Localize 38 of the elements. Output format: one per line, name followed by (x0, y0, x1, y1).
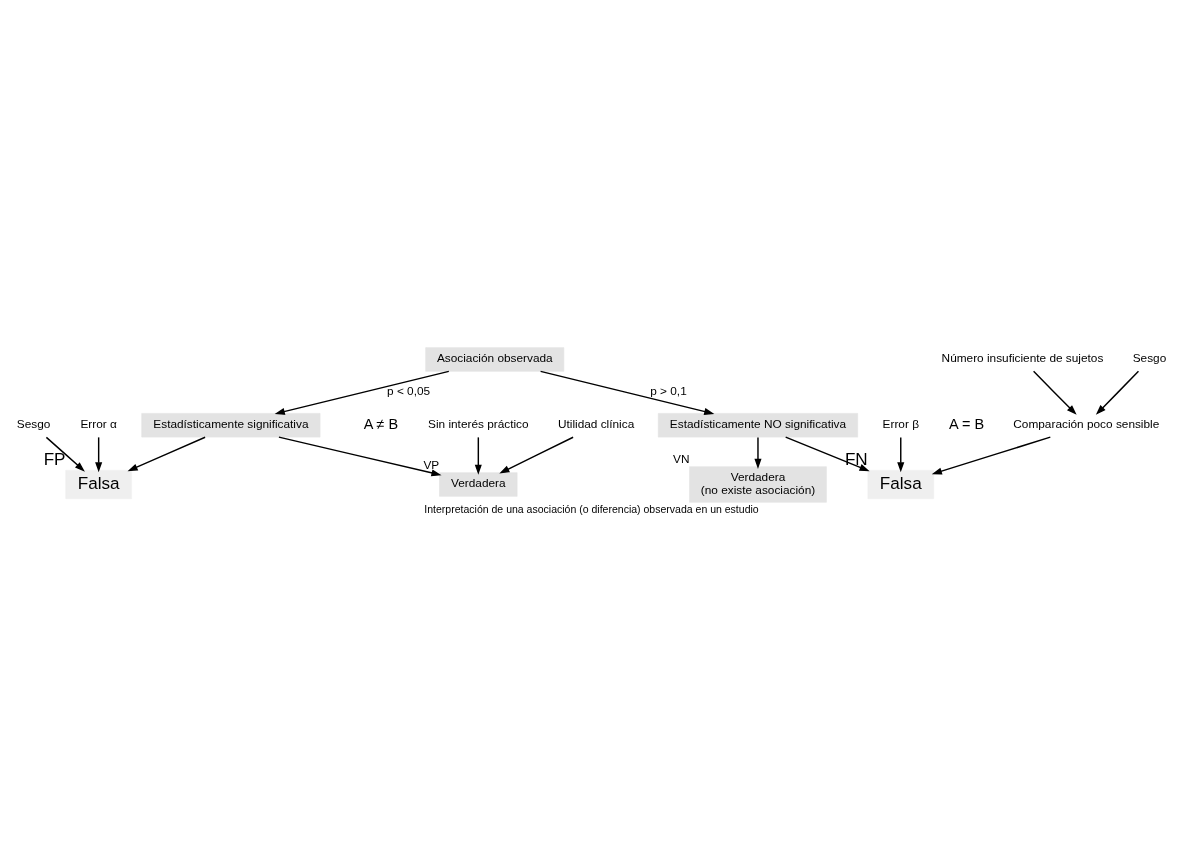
node-box: Verdadera (439, 471, 518, 497)
arrow (474, 436, 482, 475)
arrow (784, 435, 870, 471)
node-text: Comparación poco sensible (1013, 416, 1160, 431)
node-text: Error β (882, 416, 919, 431)
node-text: Sesgo (16, 416, 51, 431)
edge-label: p > 0,1 (650, 383, 687, 398)
caption: Interpretación de una asociación (o diferencia) observada en un estudio (424, 502, 759, 515)
arrow (754, 436, 762, 469)
arrow (897, 436, 905, 472)
label: A = B (949, 415, 985, 432)
node-box: Falsa (867, 469, 934, 499)
arrow (1095, 370, 1140, 415)
edge-label: p < 0,05 (387, 383, 431, 398)
node-box: Asociación observada (425, 346, 565, 372)
node-label: FP (43, 449, 66, 469)
node-text: Sin interés práctico (428, 416, 529, 431)
arrow (274, 370, 450, 415)
arrow (127, 436, 206, 471)
arrow (45, 436, 85, 472)
node-label: VN (673, 451, 690, 466)
node-box: Estadísticamente NO significativa (657, 412, 858, 437)
arrow (539, 370, 715, 415)
arrow (1032, 370, 1077, 415)
node-text: Número insuficiente de sujetos (941, 350, 1104, 365)
node-text: Sesgo (1132, 350, 1167, 365)
arrow (931, 435, 1052, 475)
arrow (499, 436, 574, 474)
arrow (278, 435, 442, 476)
node-box: Falsa (65, 469, 132, 499)
label: A ≠ B (363, 415, 399, 432)
node-label: FN (844, 449, 868, 469)
node-text: Utilidad clínica (557, 416, 635, 431)
node-label: VP (423, 457, 440, 472)
node-text: Error α (80, 416, 117, 431)
node-box: Estadísticamente significativa (141, 412, 321, 437)
node-box: Verdadera (no existe asociación) (689, 465, 827, 503)
arrow (95, 436, 103, 472)
